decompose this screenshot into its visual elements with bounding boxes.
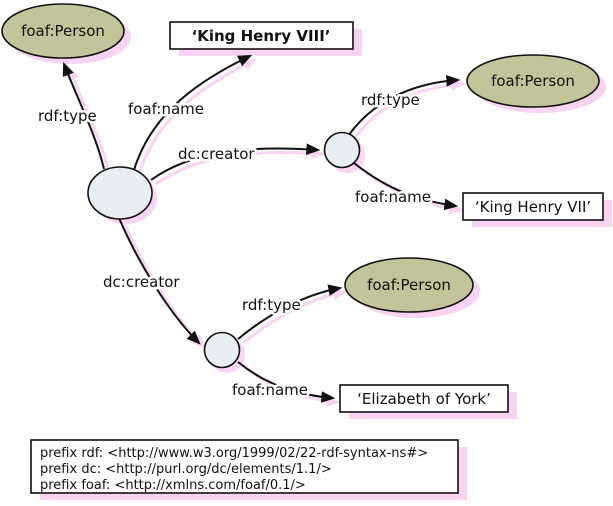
prefix-box-frame: [30, 439, 459, 494]
edge-rdf-type-3: [237, 284, 343, 340]
edge-label-rdf-type-1: rdf:type: [38, 107, 97, 125]
literal-elizabeth-of-york-label: ‘Elizabeth of York’: [357, 390, 491, 408]
edge-foaf-name-2: [353, 162, 459, 211]
class-node-person-2: [466, 54, 600, 108]
edges: [62, 54, 461, 403]
class-node-person-3-label: foaf:Person: [367, 276, 451, 294]
class-node-person-1: [1, 3, 125, 59]
literal-node-king-henry-viii: [169, 21, 354, 50]
edge-dc-creator-2: [118, 217, 201, 345]
edge-foaf-name-1: [133, 54, 253, 171]
edge-shadow-rdf-type-1: [67, 65, 111, 174]
edge-label-dc-creator-2: dc:creator: [103, 273, 180, 291]
literal-king-henry-vii-label: ‘King Henry VII’: [475, 198, 591, 216]
edge-label-rdf-type-3: rdf:type: [242, 296, 301, 314]
class-node-person-1-label: foaf:Person: [21, 22, 105, 40]
edge-shadow-foaf-name-1: [137, 58, 258, 175]
edge-label-foaf-name-2: foaf:name: [355, 188, 431, 206]
prefix-box: prefix rdf: <http://www.w3.org/1999/02/2…: [30, 439, 459, 494]
blank-node-mid: [323, 131, 361, 169]
edge-dc-creator-1: [150, 143, 321, 181]
edge-rdf-type-2: [348, 74, 461, 136]
edge-shadow-dc-creator-1: [155, 147, 326, 186]
edge-labels: rdf:type foaf:name dc:creator rdf:type f…: [36, 89, 434, 402]
blank-node-main: [87, 166, 153, 220]
edge-label-foaf-name-3: foaf:name: [232, 381, 308, 399]
class-node-person-2-label: foaf:Person: [491, 72, 575, 90]
literal-king-henry-viii-label: ‘King Henry VIII’: [192, 27, 331, 45]
blank-node-low: [203, 331, 241, 369]
class-node-person-3: [344, 257, 474, 313]
nodes: foaf:Person ‘King Henry VIII’ foaf:Perso…: [1, 3, 604, 413]
prefix-line-rdf: prefix rdf: <http://www.w3.org/1999/02/2…: [40, 446, 428, 461]
prefix-line-foaf: prefix foaf: <http://xmlns.com/foaf/0.1/…: [40, 478, 306, 493]
prefix-line-dc: prefix dc: <http://purl.org/dc/elements/…: [40, 462, 332, 477]
edge-label-dc-creator-1: dc:creator: [178, 145, 255, 163]
edge-rdf-type-1: [62, 61, 105, 170]
literal-node-king-henry-vii: [462, 192, 604, 221]
edge-label-foaf-name-1: foaf:name: [128, 100, 204, 118]
literal-node-elizabeth-of-york: [339, 384, 509, 413]
edge-label-rdf-type-2: rdf:type: [361, 91, 420, 109]
edge-foaf-name-3: [237, 361, 336, 403]
